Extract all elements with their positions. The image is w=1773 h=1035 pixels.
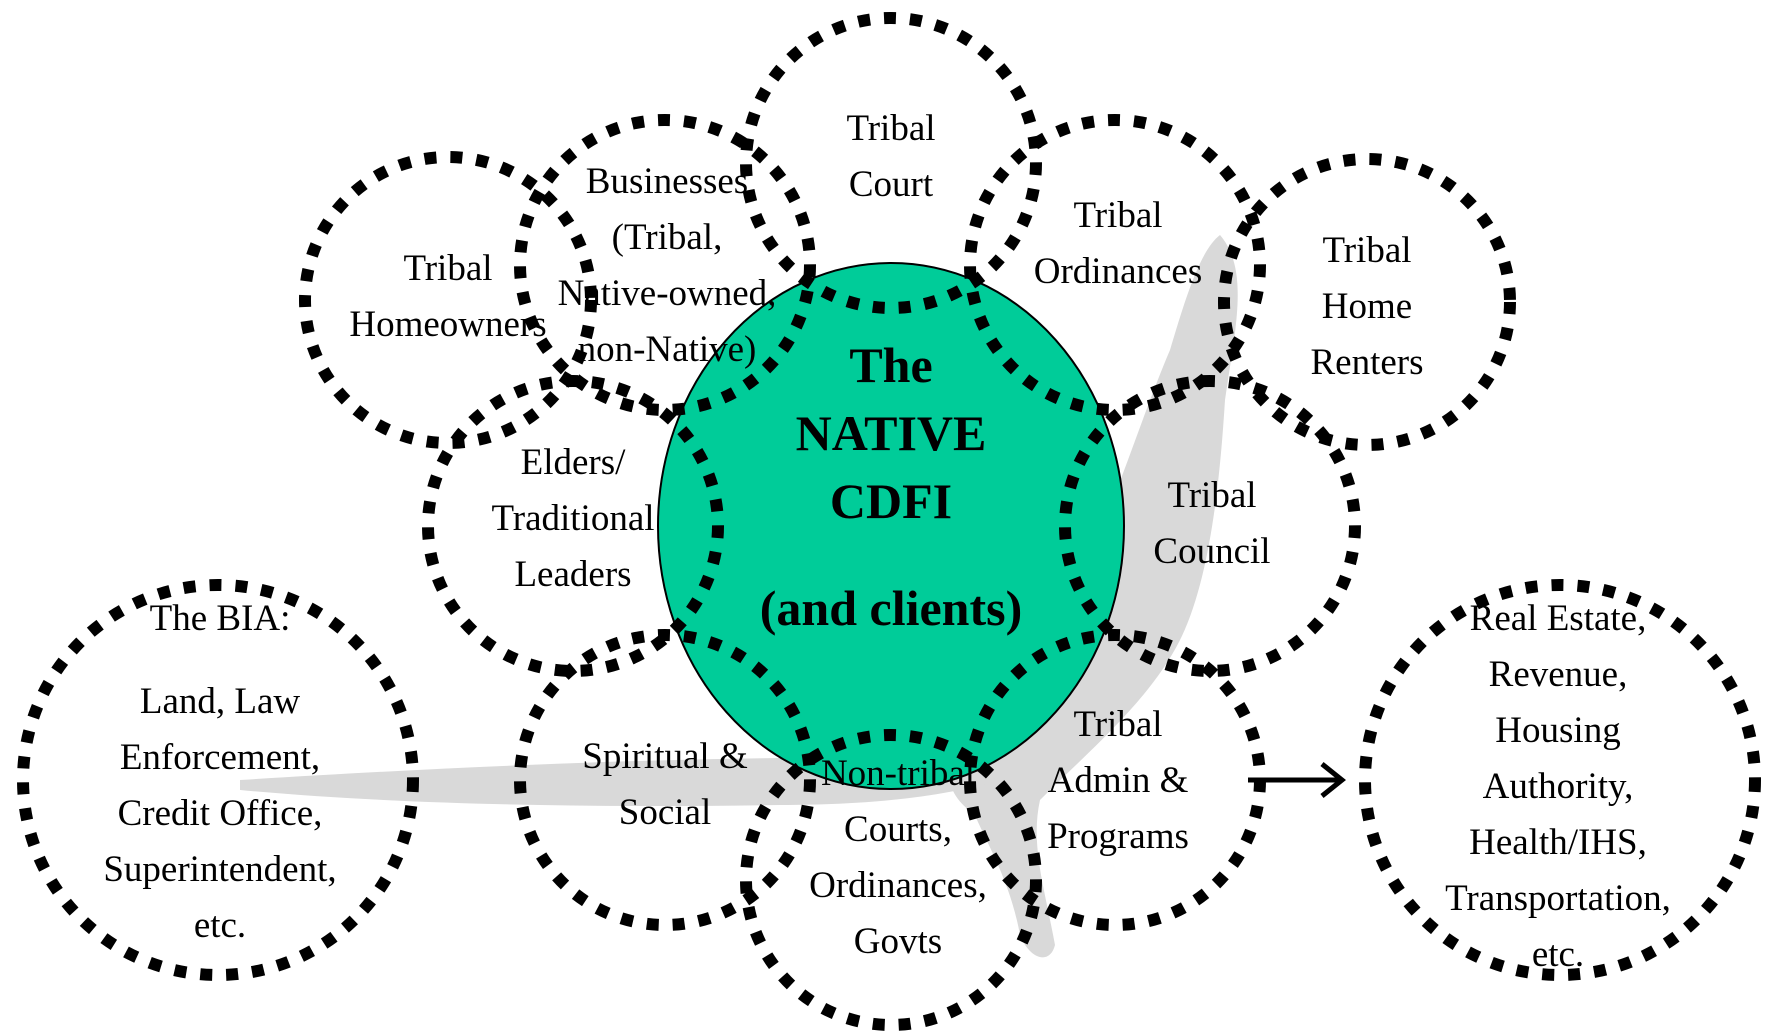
label-line: Real Estate, (1470, 598, 1647, 639)
label-line: Revenue, (1489, 654, 1628, 695)
label-line: etc. (194, 905, 246, 946)
label-businesses: Businesses (Tribal, Native-owned, non-Na… (558, 161, 777, 370)
label-line: Council (1153, 531, 1270, 572)
label-line: Housing (1495, 710, 1620, 751)
label-non-tribal-courts: Non-tribal Courts, Ordinances, Govts (809, 753, 987, 962)
label-tribal-council: Tribal Council (1153, 475, 1270, 572)
label-tribal-home-renters: Tribal Home Renters (1310, 230, 1423, 383)
label-line: Social (619, 792, 711, 833)
ring-bia (17, 579, 419, 981)
label-line: Courts, (844, 809, 952, 850)
label-tribal-admin-programs: Tribal Admin & Programs (1047, 704, 1189, 857)
label-line: Spiritual & (582, 736, 748, 777)
center-title: The NATIVE CDFI (and clients) (760, 337, 1023, 636)
label-elders-leaders: Elders/ Traditional Leaders (491, 442, 654, 595)
label-spiritual-social: Spiritual & Social (582, 736, 748, 833)
ring-tribal-court (740, 12, 1042, 314)
label-line: Credit Office, (118, 793, 323, 834)
label-line: Tribal (1322, 230, 1411, 271)
ring-tribal-homeowners (299, 151, 597, 449)
ring-spiritual-social (514, 629, 816, 931)
label-line: Enforcement, (120, 737, 320, 778)
ring-tribal-council (1059, 375, 1361, 677)
label-line: non-Native) (578, 329, 757, 370)
label-line: Tribal (846, 108, 935, 149)
label-line: etc. (1532, 934, 1584, 975)
center-line: CDFI (830, 473, 952, 529)
label-line: Native-owned, (558, 273, 777, 314)
label-tribal-ordinances: Tribal Ordinances (1034, 195, 1203, 292)
label-line: Land, Law (140, 681, 301, 722)
label-line: Programs (1047, 816, 1189, 857)
label-line: (Tribal, (612, 217, 723, 258)
ring-tribal-home-renters (1218, 153, 1516, 451)
label-line: Tribal (403, 248, 492, 289)
label-line: Home (1322, 286, 1412, 327)
label-tribal-homeowners: Tribal Homeowners (349, 248, 546, 345)
center-line: NATIVE (796, 405, 987, 461)
label-line: Leaders (514, 554, 631, 595)
label-real-estate: Real Estate, Revenue, Housing Authority,… (1445, 598, 1671, 975)
ring-tribal-ordinances (964, 114, 1266, 416)
label-line: Elders/ (521, 442, 627, 483)
center-line: The (849, 337, 932, 393)
label-line: Authority, (1483, 766, 1634, 807)
label-line: Court (849, 164, 934, 205)
right-arrow-icon (1248, 762, 1347, 798)
label-line: Homeowners (349, 304, 546, 345)
label-line: Traditional (491, 498, 654, 539)
label-line: Health/IHS, (1469, 822, 1647, 863)
label-line: The BIA: (150, 598, 291, 639)
label-line: Non-tribal (821, 753, 975, 794)
ring-real-estate (1359, 579, 1761, 981)
native-cdfi-oval (657, 262, 1125, 790)
label-line: Tribal (1073, 195, 1162, 236)
label-line: Govts (854, 921, 942, 962)
ring-non-tribal-courts (740, 729, 1042, 1031)
ring-businesses (514, 114, 816, 416)
label-line: Businesses (586, 161, 748, 202)
label-line: Superintendent, (103, 849, 336, 890)
label-line: Ordinances (1034, 251, 1203, 292)
label-line: Tribal (1167, 475, 1256, 516)
label-tribal-court: Tribal Court (846, 108, 935, 205)
label-line: Ordinances, (809, 865, 987, 906)
label-line: Renters (1310, 342, 1423, 383)
label-line: Admin & (1048, 760, 1189, 801)
label-line: Transportation, (1445, 878, 1671, 919)
label-line: Tribal (1073, 704, 1162, 745)
label-bia: The BIA: Land, Law Enforcement, Credit O… (103, 598, 336, 946)
center-line: (and clients) (760, 580, 1023, 636)
